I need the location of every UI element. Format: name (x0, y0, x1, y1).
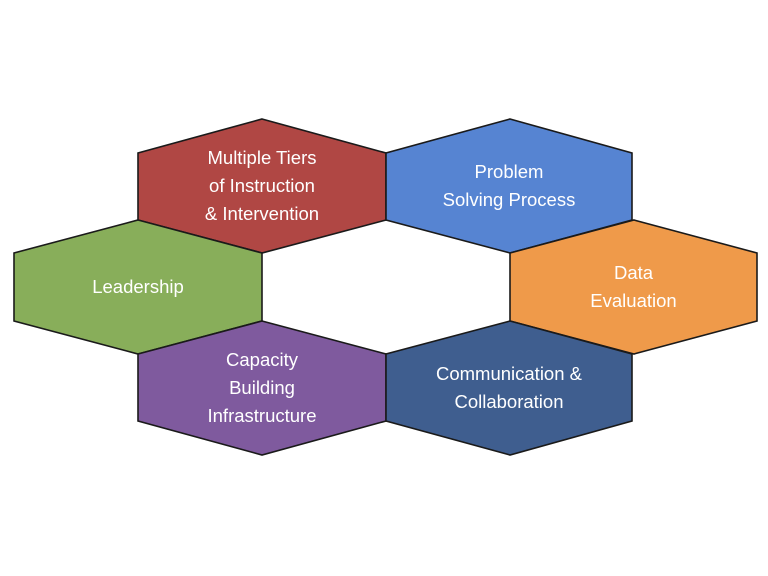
hexagon-communication (385, 320, 633, 456)
hexagon-data-evaluation (509, 219, 758, 355)
